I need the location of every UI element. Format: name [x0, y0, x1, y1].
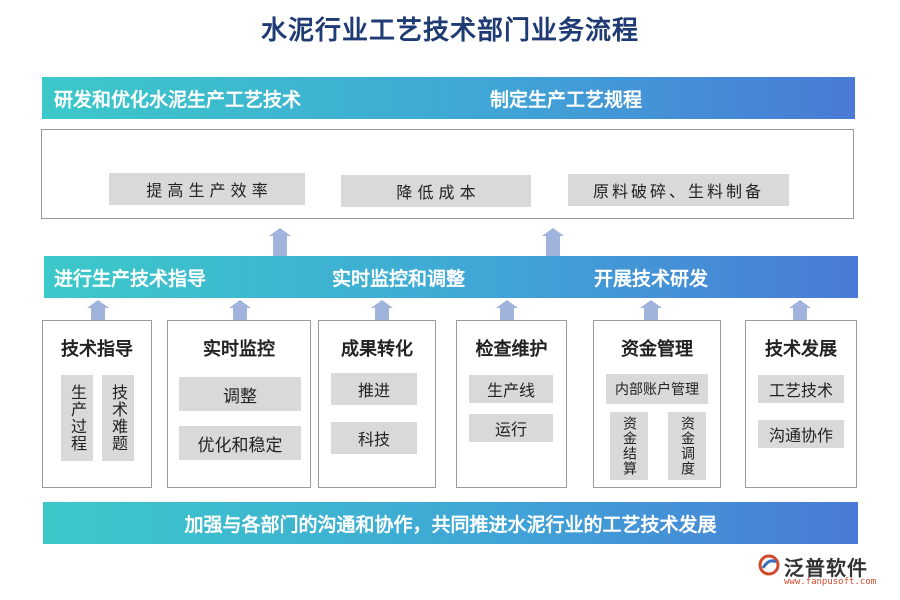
item-fund-dispatch: 资金调度: [668, 412, 706, 480]
box-technology-development: 技术发展: [745, 320, 857, 488]
middle-band-center-label: 实时监控和调整: [332, 267, 466, 290]
box-title: 成果转化: [341, 339, 413, 360]
arrow-up-icon: [542, 228, 564, 258]
item-technical-problems: 技术难题: [102, 375, 134, 461]
top-band-left-label: 研发和优化水泥生产工艺技术: [54, 88, 302, 111]
item-production-line: 生产线: [469, 375, 553, 403]
item-adjust: 调整: [179, 377, 301, 411]
box-title: 技术发展: [765, 339, 837, 360]
goal-cost: 降 低 成 本: [341, 175, 531, 207]
item-fund-settlement: 资金结算: [610, 412, 648, 480]
box-title: 资金管理: [621, 339, 693, 360]
top-band: 研发和优化水泥生产工艺技术 制定生产工艺规程: [42, 77, 855, 119]
item-process-technology: 工艺技术: [758, 375, 844, 403]
logo-url: www.fanpusoft.com: [784, 577, 877, 587]
middle-band: 进行生产技术指导 实时监控和调整 开展技术研发: [44, 256, 858, 298]
middle-band-left-label: 进行生产技术指导: [54, 267, 207, 290]
item-optimize-stabilize: 优化和稳定: [179, 426, 301, 460]
goal-efficiency: 提 高 生 产 效 率: [109, 173, 305, 205]
item-operation: 运行: [469, 414, 553, 442]
box-technical-guidance: 技术指导: [42, 320, 152, 488]
logo-name: 泛普软件: [784, 556, 868, 580]
item-internal-account: 内部账户管理: [606, 374, 708, 404]
item-promote: 推进: [331, 373, 417, 405]
goal-raw-material: 原料破碎、生料制备: [568, 174, 789, 206]
arrow-up-icon: [269, 228, 291, 258]
top-band-right-label: 制定生产工艺规程: [490, 88, 643, 111]
item-production-process: 生产过程: [61, 375, 93, 461]
item-communication: 沟通协作: [758, 420, 844, 448]
bottom-band: 加强与各部门的沟通和协作，共同推进水泥行业的工艺技术发展: [43, 502, 858, 544]
fanpu-logo-icon: [758, 554, 780, 576]
middle-band-right-label: 开展技术研发: [594, 267, 709, 290]
box-inspection-maintenance: 检查维护: [456, 320, 567, 488]
diagram-title: 水泥行业工艺技术部门业务流程: [260, 16, 639, 46]
box-title: 实时监控: [203, 339, 275, 360]
bottom-band-label: 加强与各部门的沟通和协作，共同推进水泥行业的工艺技术发展: [184, 513, 717, 536]
item-technology: 科技: [331, 422, 417, 454]
box-title: 技术指导: [61, 339, 133, 360]
box-title: 检查维护: [475, 339, 548, 360]
brand-logo: 泛普软件 www.fanpusoft.com: [758, 552, 888, 588]
